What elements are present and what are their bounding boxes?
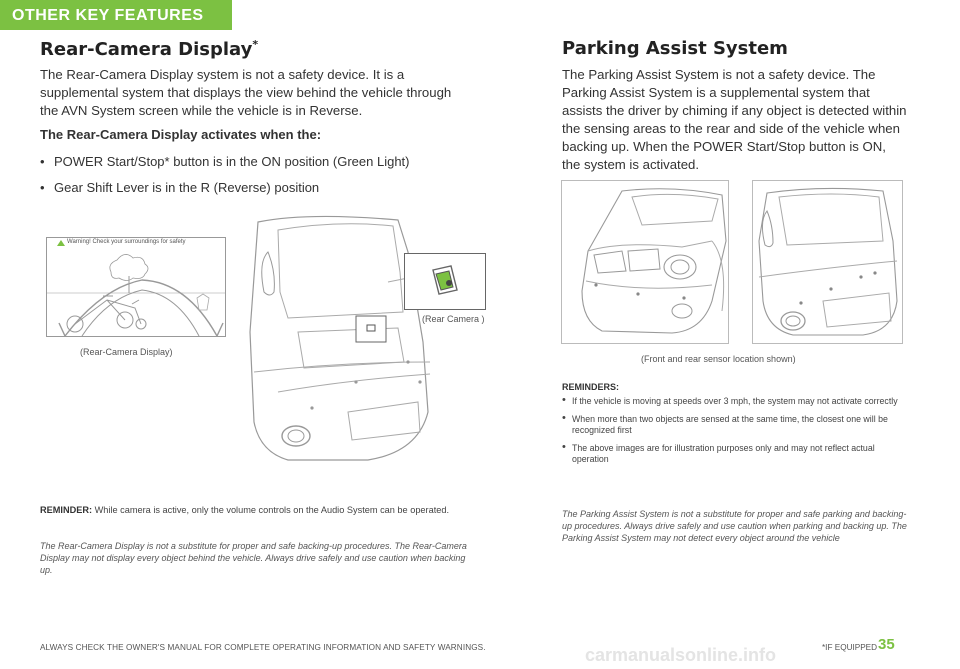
vehicle-rear-illustration [248,212,434,462]
rear-camera-caption: (Rear Camera ) [422,314,485,324]
rear-camera-title-text: Rear-Camera Display [40,39,253,60]
reminder-label: REMINDER: [40,505,93,515]
list-item: Gear Shift Lever is in the R (Reverse) p… [40,179,470,196]
vehicle-front-illustration [581,188,727,334]
rear-sensor-figure [752,180,903,344]
screen-warning-text: Warning! Check your surroundings for saf… [67,239,186,245]
rear-camera-zoom-inset [404,253,486,310]
parking-assist-title: Parking Assist System [562,38,788,59]
warning-icon [57,240,65,246]
rear-camera-bullets: POWER Start/Stop* button is in the ON po… [40,153,470,205]
title-asterisk: * [252,38,259,51]
camera-icon [432,265,458,295]
list-item: The above images are for illustration pu… [562,442,907,466]
list-item: If the vehicle is moving at speeds over … [562,395,907,408]
front-sensor-figure [561,180,729,344]
list-item: When more than two objects are sensed at… [562,413,907,437]
section-tab: OTHER KEY FEATURES [0,0,232,30]
rear-camera-display-caption: (Rear-Camera Display) [80,347,173,357]
sensor-location-caption: (Front and rear sensor location shown) [641,354,796,364]
vehicle-rear-sensor-illustration [758,187,898,336]
parking-assist-disclaimer: The Parking Assist System is not a subst… [562,509,907,543]
reminder-text: While camera is active, only the volume … [92,505,450,515]
rear-camera-reminder: REMINDER: While camera is active, only t… [40,505,449,515]
rear-camera-disclaimer: The Rear-Camera Display is not a substit… [40,541,467,575]
list-item: POWER Start/Stop* button is in the ON po… [40,153,470,170]
if-equipped-note: *IF EQUIPPED [822,643,878,652]
page-number: 35 [878,636,895,653]
rear-view-illustration [47,238,225,336]
rear-camera-subhead: The Rear-Camera Display activates when t… [40,127,322,142]
footer-note: ALWAYS CHECK THE OWNER'S MANUAL FOR COMP… [40,643,486,652]
rear-camera-intro: The Rear-Camera Display system is not a … [40,67,452,118]
watermark: carmanualsonline.info [585,645,777,665]
rear-camera-display-screen: Warning! Check your surroundings for saf… [46,237,226,337]
section-tab-label: OTHER KEY FEATURES [12,7,204,24]
parking-assist-intro: The Parking Assist System is not a safet… [562,67,907,172]
reminders-heading: REMINDERS: [562,382,620,392]
rear-camera-title: Rear-Camera Display* [40,38,258,60]
reminders-list: If the vehicle is moving at speeds over … [562,395,907,472]
